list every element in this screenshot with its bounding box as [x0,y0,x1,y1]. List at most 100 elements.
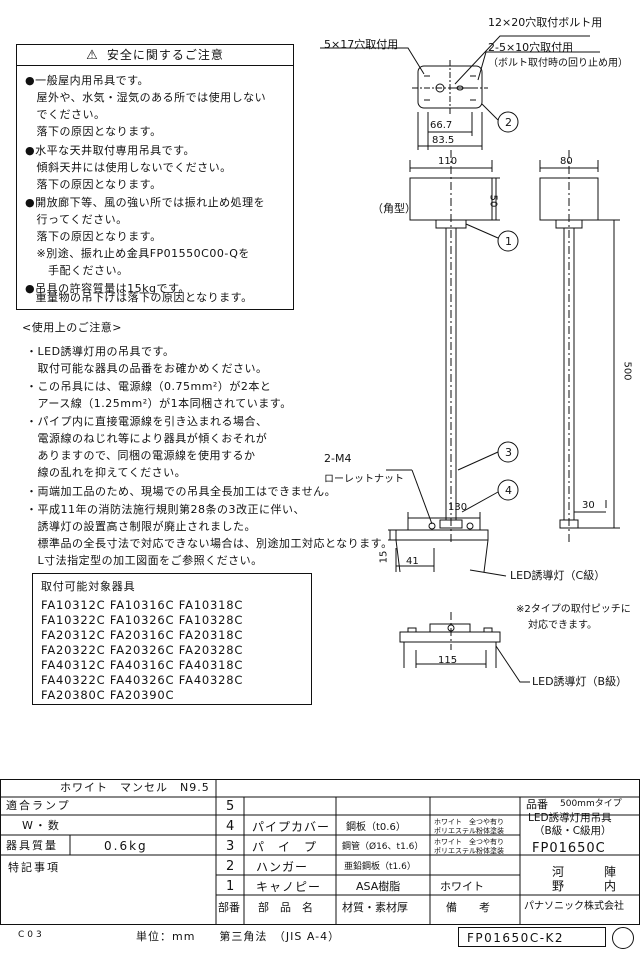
callout-4: 4 [505,484,512,497]
usage-line: ・LED誘導灯用の吊具です。 [26,345,175,358]
label-mass: 器具質量 [6,839,58,852]
lamp-row: FA10322C FA10326C FA10328C [41,613,244,627]
pendant-front-view [386,150,530,683]
usage-line: ・両端加工品のため、現場での吊具全長加工はできません。 [26,485,337,498]
part-no: 3 [226,839,235,854]
label-mount-hole-2-note: （ボルト取付時の回り止め用） [488,58,628,69]
dim-15: 15 [378,550,390,564]
approver-2: 陣 [604,865,617,879]
usage-line: 取付可能な器具の品番をお確かめください。 [26,362,268,375]
part-note: ホワイト [440,880,484,893]
dim-115: 115 [438,655,458,666]
part-name: キャノピー [256,880,322,894]
product-desc-1: LED誘導灯用吊具 [528,812,612,824]
warning-line: ●吊具の許容質量は15kgです。 [25,282,190,295]
product-type: 500mmタイプ [560,799,622,809]
dim-110: 110 [438,156,458,167]
label-knurled-nut: ローレットナット [324,474,404,485]
dim-80: 80 [560,156,573,167]
label-bolt-hole: 12×20穴取付ボルト用 [488,16,603,29]
callout-1: 1 [505,235,512,248]
company-name: パナソニック株式会社 [524,901,624,912]
label-m4: 2-M4 [324,452,352,465]
dim-30: 30 [582,500,595,511]
label-watts: W・数 [22,819,61,832]
lamp-row: FA10312C FA10316C FA10318C [41,598,244,612]
usage-line: ・平成11年の消防法施行規則第28条の3改正に伴い、 [26,503,305,516]
lamp-row: FA40312C FA40316C FA40318C [41,658,244,672]
technical-drawing [320,35,620,683]
label-square-type: （角型） [372,202,416,215]
usage-line: ・この吊具には、電源線（0.75mm²）が2本と [26,380,272,393]
compatible-lamps-box: 取付可能対象器具 FA10312C FA10316C FA10318C FA10… [32,573,312,705]
approver-1: 河 [552,865,565,879]
dim-83-5: 83.5 [432,135,455,146]
lamp-row: FA20312C FA20316C FA20318C [41,628,244,642]
part-name: パイプカバー [252,820,331,834]
part-callouts [497,111,519,501]
usage-line: アース線（1.25mm²）が1本同梱されています。 [26,397,292,410]
unit-projection: 単位：mm 第三角法 （JIS A-4） [136,930,341,943]
label-led-b: LED誘導灯（B級） [532,675,628,688]
dim-130: 130 [448,502,468,513]
revision-code: C03 [18,930,45,940]
usage-notes-title: <使用上のご注意> [22,321,122,334]
safety-warning-header: ⚠安全に関するご注意 [17,45,293,66]
label-mount-hole: 5×17穴取付用 [324,38,399,51]
dim-500: 500 [621,361,633,381]
part-material: 亜鉛鋼板（t1.6） [344,862,416,872]
approver-4: 内 [604,879,617,893]
part-name: パ イ プ [252,840,318,854]
color-spec: ホワイト マンセル N9.5 [60,781,210,794]
part-note: ホワイト 全つや有り ポリエステル粉体塗装 [434,818,504,835]
part-material: 鋼板（t0.6） [346,822,406,833]
warning-line: 行ってください。 [25,213,128,226]
stamp-circle-icon [612,927,634,949]
canopy-top-view [320,35,600,150]
usage-line: L寸法指定型の加工図面をご参照ください。 [26,554,263,567]
warning-line: ※別途、振れ止め金具FP01550C00-Qを [25,247,250,260]
lamp-row: FA20322C FA20326C FA20328C [41,643,244,657]
label-applicable-lamp: 適合ランプ [6,799,71,812]
dim-66-7: 66.7 [430,120,453,131]
note-pitch-2: 対応できます。 [528,620,597,631]
warning-line: ●一般屋内用吊具です。 [25,74,149,87]
product-desc-2: （B級・C級用） [534,825,612,837]
part-no: 4 [226,819,235,834]
warning-line: でください。 [25,108,106,121]
drawing-number-box: FP01650C-K2 [458,927,606,947]
lamp-row: FA20380C FA20390C [41,688,175,702]
lamp-row: FA40322C FA40326C FA40328C [41,673,244,687]
label-led-c: LED誘導灯（C級） [510,569,606,582]
mass-value: 0.6kg [104,839,148,853]
usage-line: ・パイプ内に直接電源線を引き込まれる場合、 [26,415,268,428]
label-special-notes: 特記事項 [8,861,60,874]
part-no: 2 [226,859,235,874]
usage-line: 標準品の全長寸法で対応できない場合は、別途加工対応となります。 [26,537,393,550]
warning-line: ●開放廊下等、風の強い所では振れ止め処理を [25,196,266,209]
usage-line: 誘導灯の設置高さ制限が廃止されました。 [26,520,256,533]
compatible-lamps-title: 取付可能対象器具 [41,580,136,593]
label-mount-hole-2: 2-5×10穴取付用 [488,41,574,54]
warning-line: 落下の原因となります。 [25,230,162,243]
usage-line: ありますので、同梱の電源線を使用するか [26,449,256,462]
part-material: 鋼管（Ø16、t1.6） [342,842,424,852]
part-name: ハンガー [256,860,309,874]
part-material: ASA樹脂 [356,880,401,893]
usage-line: 電源線のねじれ等により器具が傾くおそれが [26,432,268,445]
warning-line: 落下の原因となります。 [25,178,162,191]
header-part-no: 部番 [218,901,240,914]
dim-50: 50 [487,194,499,208]
note-pitch-1: ※2タイプの取付ピッチに [516,604,631,615]
pendant-side-view [539,150,620,545]
warning-triangle-icon: ⚠ [86,48,99,63]
approver-3: 野 [552,879,565,893]
drawing-number: FP01650C-K2 [467,931,565,945]
callout-2: 2 [505,116,512,129]
header-remarks: 備 考 [446,901,490,914]
safety-warning-box: ⚠安全に関するご注意 ●一般屋内用吊具です。 屋外や、水気・湿気のある所では使用… [16,44,294,310]
product-label: 品番 [526,798,548,811]
header-part-name: 部 品 名 [258,901,313,914]
warning-line: 手配ください。 [25,264,129,277]
warning-line: 重量物の吊下げは落下の原因となります。 [24,291,253,304]
